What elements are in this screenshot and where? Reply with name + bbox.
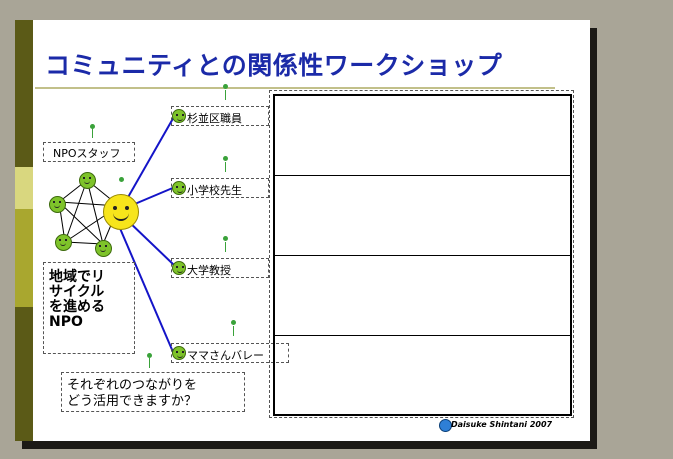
table-selection[interactable] xyxy=(269,90,574,418)
stakeholder-box[interactable] xyxy=(171,106,269,126)
smiley-face-icon[interactable] xyxy=(79,172,96,189)
npo-description: 地域でリ サイクル を進める NPO xyxy=(49,270,105,330)
npo-description-line: NPO xyxy=(49,314,83,330)
question-text: それぞれのつながりを どう活用できますか？ xyxy=(67,378,197,410)
npo-description-box[interactable] xyxy=(43,262,135,354)
stakeholder-label: 杉並区職員 xyxy=(187,112,242,125)
stakeholder-box[interactable] xyxy=(171,343,289,363)
connector-line xyxy=(118,225,174,353)
smiley-face-icon[interactable] xyxy=(55,234,72,251)
answer-table[interactable] xyxy=(273,94,572,416)
smiley-face-icon[interactable] xyxy=(49,196,66,213)
stakeholder-box[interactable] xyxy=(171,258,269,278)
smiley-face-large-icon[interactable] xyxy=(103,194,139,230)
rotation-line xyxy=(233,326,234,336)
stakeholder-label: ママさんバレー xyxy=(187,349,264,362)
table-row-divider xyxy=(275,335,570,336)
slide-accent-light xyxy=(15,167,33,209)
stakeholder-label: 小学校先生 xyxy=(187,184,242,197)
smiley-face-icon xyxy=(172,261,186,275)
smiley-face-icon xyxy=(172,346,186,360)
slide-title[interactable]: コミュニティとの関係性ワークショップ xyxy=(45,51,503,80)
npo-staff-box[interactable] xyxy=(43,142,135,162)
connector-line xyxy=(122,114,176,207)
question-line: それぞれのつながりを xyxy=(67,378,198,393)
table-row-divider xyxy=(275,175,570,176)
slide[interactable]: コミュニティとの関係性ワークショップ NPOスタッフ xyxy=(15,20,590,441)
question-box[interactable] xyxy=(61,372,245,412)
npo-staff-label: NPOスタッフ xyxy=(53,147,121,160)
rotation-handle[interactable] xyxy=(90,124,95,129)
rotation-handle[interactable] xyxy=(223,156,228,161)
question-line: どう活用できますか？ xyxy=(67,394,198,409)
connector-line xyxy=(126,219,176,267)
smiley-face-icon[interactable] xyxy=(95,240,112,257)
rotation-handle[interactable] xyxy=(223,236,228,241)
rotation-line xyxy=(225,162,226,172)
rotation-line xyxy=(225,90,226,100)
rotation-handle[interactable] xyxy=(147,353,152,358)
rotation-line xyxy=(149,358,150,368)
smiley-face-icon xyxy=(172,109,186,123)
slide-accent-mid xyxy=(15,209,33,307)
npo-description-line: サイクル xyxy=(49,284,105,300)
rotation-line xyxy=(225,242,226,252)
network-line xyxy=(86,179,104,245)
rotation-handle[interactable] xyxy=(119,177,124,182)
npo-description-line: 地域でリ xyxy=(49,269,105,285)
stakeholder-box[interactable] xyxy=(171,178,269,198)
stakeholder-label: 大学教授 xyxy=(187,264,231,277)
smiley-face-icon xyxy=(172,181,186,195)
network-line xyxy=(64,179,88,243)
network-line xyxy=(58,201,104,245)
network-lines xyxy=(58,114,176,353)
rotation-handle[interactable] xyxy=(231,320,236,325)
title-underline xyxy=(35,87,555,89)
table-row-divider xyxy=(275,255,570,256)
rotation-line xyxy=(92,128,93,138)
author-credit: Daisuke Shintani 2007 xyxy=(451,420,553,429)
daisuke-logo-icon xyxy=(439,419,452,432)
rotation-handle[interactable] xyxy=(223,84,228,89)
connector-line xyxy=(129,186,176,207)
npo-description-line: を進める xyxy=(49,299,105,315)
